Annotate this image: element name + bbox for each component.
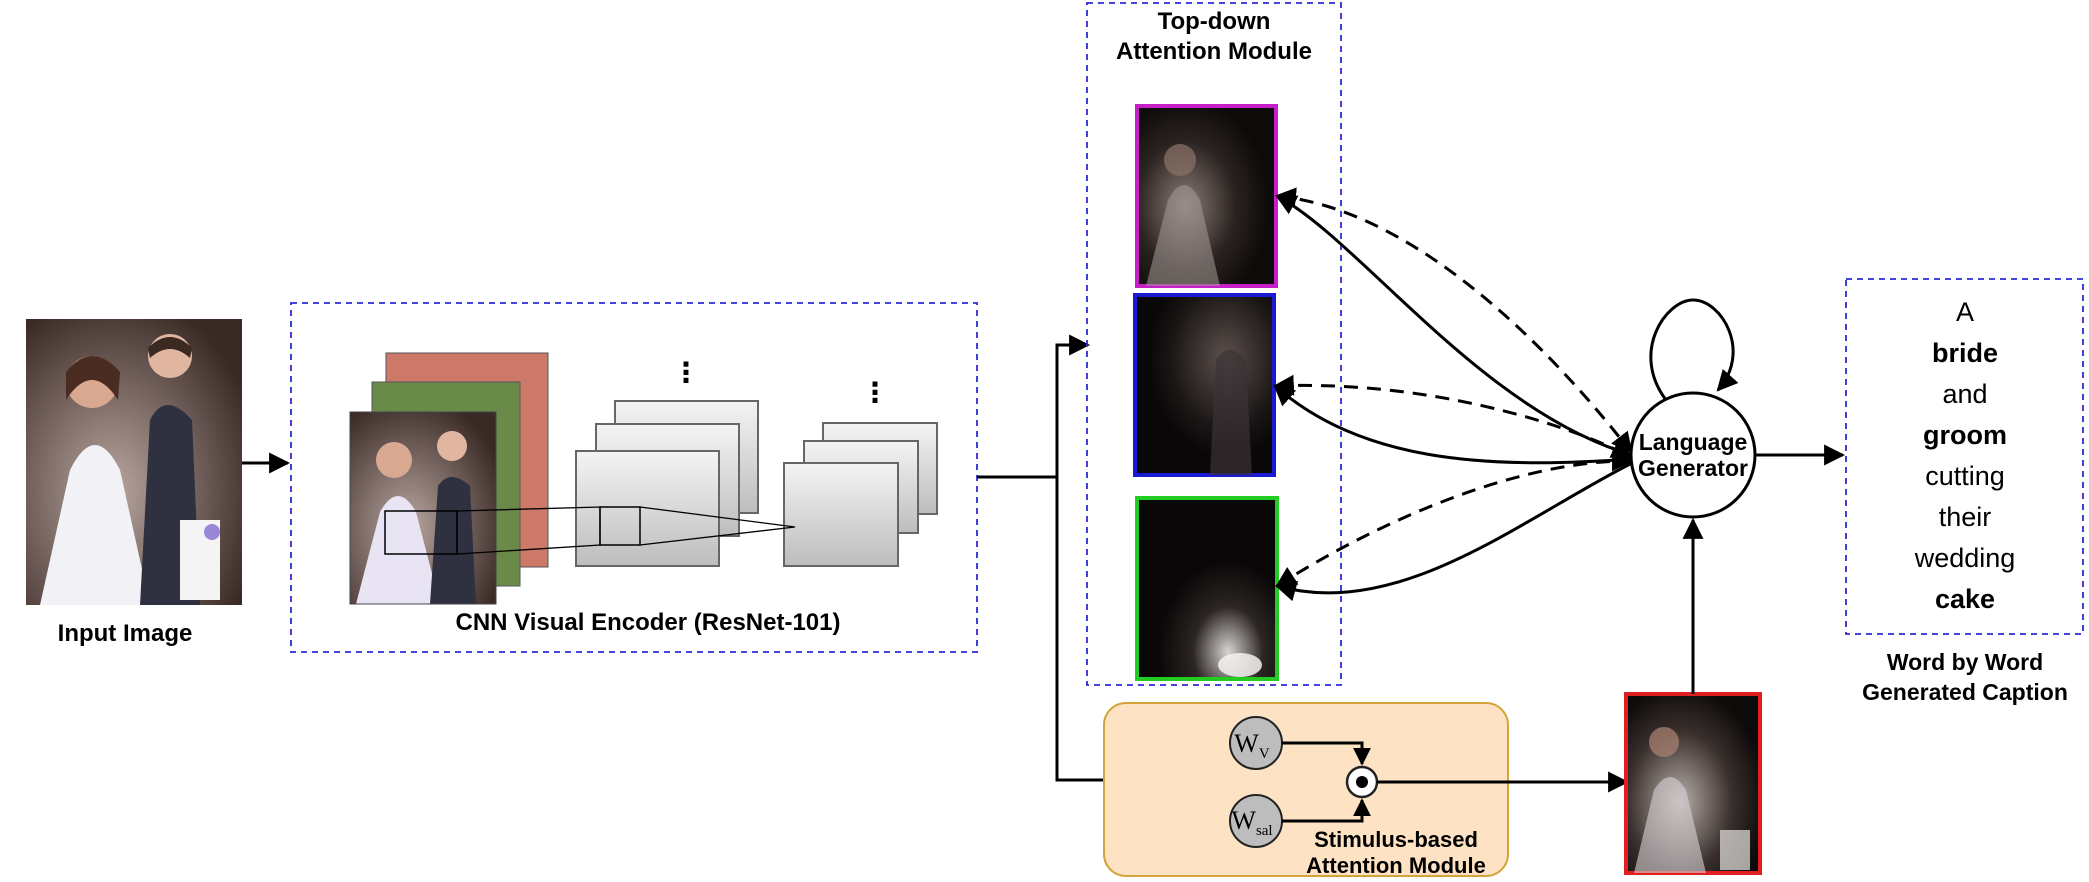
caption-word-5: their [1939,502,1992,532]
top-down-label-line1: Top-down [1158,8,1271,35]
feature-map-stack-2 [783,422,938,567]
caption-box [1845,278,2084,635]
caption-word-6: wedding [1914,543,2016,573]
weight-sal-label: W [1231,806,1256,835]
attention-map-bride [1135,104,1278,288]
top-down-label-line2: Attention Module [1116,38,1312,65]
caption-word-1: bride [1932,338,1998,368]
caption-word-7: cake [1935,584,1995,614]
language-generator-label-line1: Language [1639,429,1748,455]
caption-word-0: A [1956,297,1974,327]
weight-v-node: WV [1229,716,1283,770]
language-generator-label-line2: Generator [1638,455,1748,481]
attention-input-dashed [1272,187,1634,588]
weight-sal-subscript: sal [1256,823,1273,839]
caption-word-2: and [1942,379,1987,409]
caption-label-line2: Generated Caption [1862,679,2068,705]
ellipsis-depth-1: ⋮ [672,356,700,389]
feature-map-stack-1 [575,400,759,567]
caption-label-line1: Word by Word [1887,649,2043,675]
attention-map-cake [1135,496,1279,681]
svg-text:Wsal: Wsal [1231,806,1272,839]
attention-map-groom [1133,293,1276,477]
stimulus-connectors [1282,741,1630,823]
saliency-map [1624,692,1762,875]
receptive-field-projection-1 [456,506,601,555]
weight-sal-node: Wsal [1229,794,1283,848]
elementwise-product-node [1345,765,1379,799]
receptive-field-projection-2 [639,506,796,546]
attention-feedback-solid [1273,194,1633,602]
weight-v-subscript: V [1259,746,1270,762]
stimulus-attention-box [1103,702,1509,877]
caption-word-3: groom [1923,420,2007,450]
input-image [26,319,242,605]
svg-text:WV: WV [1234,729,1270,762]
caption-word-4: cutting [1925,461,2005,491]
stimulus-label-line1: Stimulus-based [1314,827,1478,852]
stimulus-label-line2: Attention Module [1306,853,1486,878]
input-image-label: Input Image [58,620,193,647]
weight-v-label: W [1234,729,1259,758]
ellipsis-depth-2: ⋮ [861,376,889,409]
cnn-encoder-label: CNN Visual Encoder (ResNet-101) [455,609,840,636]
input-channel-stack [349,352,549,605]
recurrent-self-loop [1649,298,1739,401]
